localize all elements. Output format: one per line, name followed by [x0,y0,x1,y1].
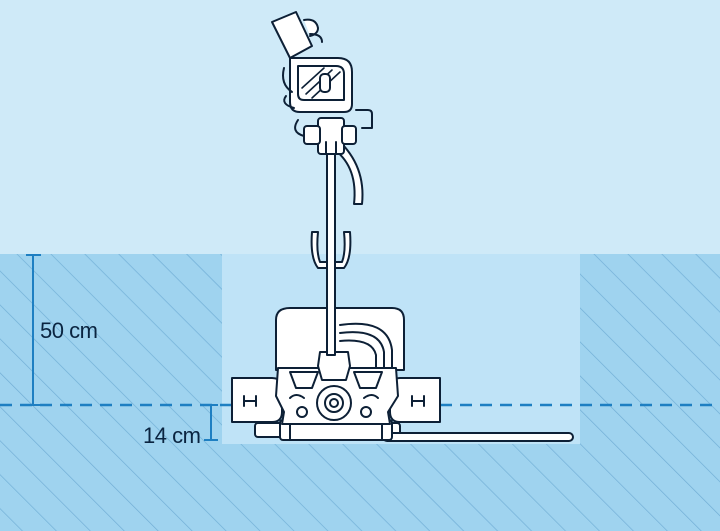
wheel-hub [289,385,379,421]
upper-clamp [294,109,373,155]
display-flap [271,11,323,59]
clearance-label: 14 cm [143,423,200,448]
depth-dimension [26,254,41,406]
curved-handle [334,139,364,205]
mast-pole [326,149,336,356]
left-pod [231,377,283,423]
robot-machine [231,11,574,442]
clearance-dimension [204,404,218,441]
cable-bundle [339,322,393,373]
depth-label: 50 cm [40,318,97,343]
mast-coupling [317,351,351,381]
control-box [282,57,353,113]
machine-body [275,307,405,371]
tool-holder [310,231,352,269]
